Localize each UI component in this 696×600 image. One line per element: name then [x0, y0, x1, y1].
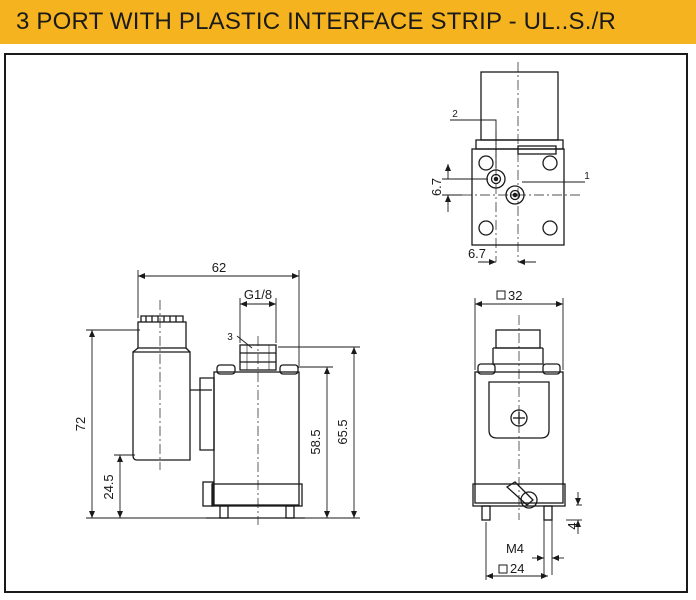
top-labels: 2 1 6.7 6.7: [429, 109, 590, 261]
connector-plug: [132, 351, 191, 461]
connector-knurl: [140, 315, 184, 322]
screw-head-front-right: [542, 363, 561, 375]
dim-32-label: 32: [508, 288, 522, 303]
mounting-hole-bl: [478, 220, 494, 236]
top-dimensions: [442, 119, 585, 265]
side-labels: 62 G1/8 3 72 24.5 58.5 65.5: [73, 260, 350, 500]
screw-head-front-left: [477, 363, 496, 375]
dim-6-7-vertical-label: 6.7: [429, 178, 444, 196]
dim-24-5-label: 24.5: [101, 474, 116, 499]
valve-body: [213, 371, 300, 506]
port-3-label: 3: [227, 332, 233, 343]
side-centerlines: [159, 300, 259, 525]
dim-4-label: 4: [565, 522, 580, 529]
connector-housing: [199, 377, 215, 451]
front-labels: 32 4 M4 24: [496, 288, 580, 576]
strip-clip: [202, 481, 214, 507]
mounting-hole-tl: [478, 155, 494, 171]
manual-override-knob: [520, 491, 538, 509]
screw-head-right: [279, 364, 299, 375]
strip-tab: [517, 145, 557, 155]
foot-front-right: [543, 505, 553, 521]
foot-right: [285, 505, 295, 519]
side-view: [132, 315, 305, 519]
dim-72-label: 72: [73, 417, 88, 431]
square-symbol-icon: [498, 564, 508, 574]
side-dimensions: [86, 270, 360, 519]
connector-cap: [137, 321, 187, 349]
port-1-label: 1: [584, 171, 590, 182]
dim-58-5-label: 58.5: [308, 429, 323, 454]
connector-face: [488, 381, 550, 439]
coil-outline: [480, 71, 559, 141]
dim-24-label: 24: [510, 561, 524, 576]
coil-flange: [475, 139, 564, 150]
dim-6-7-horizontal-label: 6.7: [468, 246, 486, 261]
title-bar: 3 PORT WITH PLASTIC INTERFACE STRIP - UL…: [0, 0, 696, 44]
dim-62-label: 62: [212, 260, 226, 275]
interface-strip: [211, 483, 303, 507]
dim-g18-label: G1/8: [244, 287, 272, 302]
mounting-hole-tr: [542, 155, 558, 171]
square-symbol-icon: [496, 290, 506, 300]
page-title: 3 PORT WITH PLASTIC INTERFACE STRIP - UL…: [16, 8, 616, 35]
front-view: [472, 329, 566, 521]
foot-front-left: [481, 505, 491, 521]
screw-head-left: [216, 364, 236, 375]
front-dimensions: [474, 298, 582, 580]
dim-65-5-label: 65.5: [335, 419, 350, 444]
dim-m4-label: M4: [506, 541, 524, 556]
drawing-frame: [4, 53, 688, 593]
mounting-hole-br: [542, 220, 558, 236]
connector-cap-front: [495, 329, 541, 349]
port-2-label: 2: [452, 109, 458, 120]
manual-override-lever: [505, 481, 534, 506]
foot-left: [219, 505, 229, 519]
